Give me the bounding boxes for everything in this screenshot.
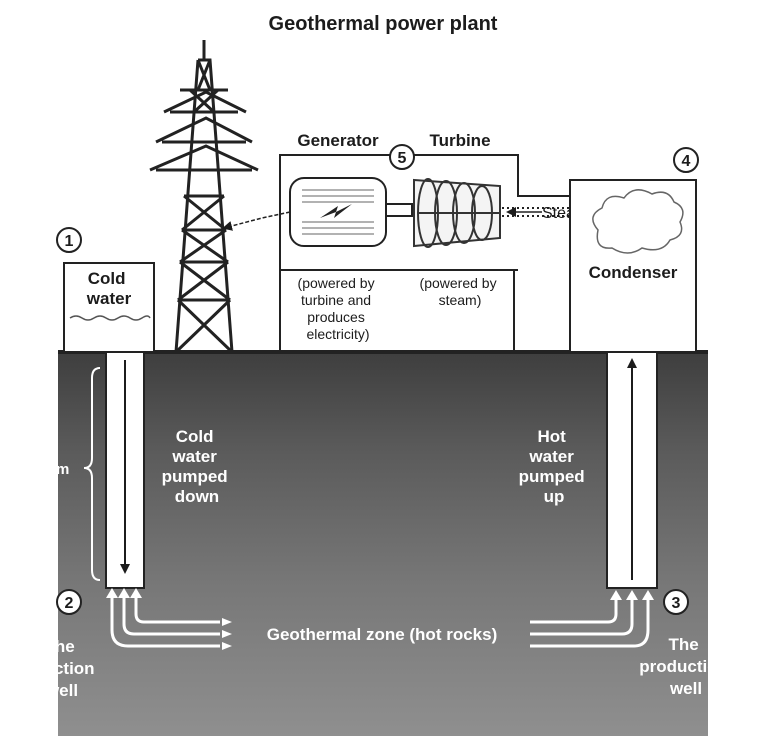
production-well-label: The production well: [639, 635, 733, 698]
condenser-label: Condenser: [589, 263, 678, 282]
generator-stripes: [302, 189, 374, 235]
step-markers: 1 2 3 4 5: [56, 144, 699, 615]
generator-note-line: electricity): [306, 326, 369, 342]
cold-water-tank: [63, 262, 155, 353]
cold-water-tank-line: water: [86, 289, 132, 308]
steam-cloud: [592, 189, 684, 254]
step-number-3: 3: [672, 595, 681, 612]
turbine-note-line: steam): [439, 292, 482, 308]
turbine-note-line: (powered by: [420, 275, 497, 291]
generator-shaft: [385, 203, 413, 217]
turbine-unit: [413, 178, 501, 248]
depth-brace: [83, 367, 101, 581]
step-number-4: 4: [682, 153, 691, 170]
cold-water-pumped-label: Cold water pumped down: [162, 427, 233, 506]
turbine-label: Turbine: [429, 131, 490, 150]
step-number-2: 2: [65, 595, 74, 612]
generator-note-line: produces: [307, 309, 365, 325]
injection-well-label: The injection well: [25, 637, 100, 700]
step-marker-2: [56, 589, 82, 615]
step-marker-1: [56, 227, 82, 253]
generator-note-line: (powered by: [298, 275, 375, 291]
cold-water-tank-line: Cold: [88, 269, 126, 288]
power-pylon: [149, 40, 259, 354]
ground: [58, 352, 708, 736]
geothermal-flow-lines: [110, 594, 650, 648]
power-cable: [222, 211, 291, 231]
lightning-icon: [320, 204, 352, 218]
generator-note-line: turbine and: [301, 292, 371, 308]
step-number-5: 5: [398, 150, 407, 167]
turbine-note: (powered by steam): [420, 275, 501, 308]
hot-water-pumped-label: Hot water pumped up: [519, 427, 590, 506]
generator-label: Generator: [297, 131, 379, 150]
step-marker-4: [673, 147, 699, 173]
diagram-title: Geothermal power plant: [269, 13, 498, 35]
cold-water-tank-label: Cold water: [86, 269, 132, 308]
water-wave: [69, 315, 151, 321]
step-number-1: 1: [65, 233, 74, 250]
geothermal-zone-label: Geothermal zone (hot rocks): [267, 625, 497, 644]
generator-note: (powered by turbine and produces electri…: [298, 275, 379, 342]
step-marker-3: [663, 589, 689, 615]
depth-label: 4.5 km: [23, 461, 70, 478]
step-marker-5: [389, 144, 415, 170]
flow-arrowheads: [106, 588, 654, 650]
